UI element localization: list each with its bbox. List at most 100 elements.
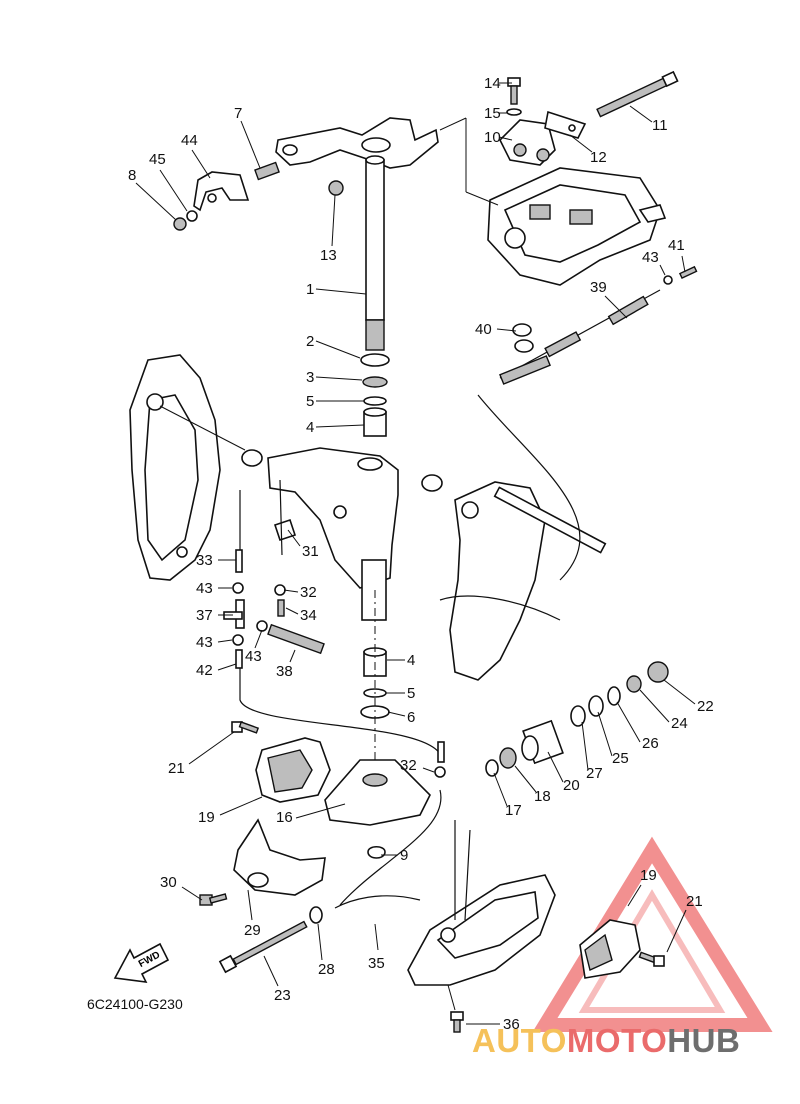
callout-label-9: 9 <box>400 847 408 864</box>
nut-22 <box>647 661 669 683</box>
leader-line-43 <box>254 629 263 649</box>
hose-upper-right <box>437 741 445 763</box>
steering-arm <box>275 117 439 169</box>
clamp-bracket-right <box>439 394 607 681</box>
leader-line-30 <box>181 886 203 901</box>
bolt-7 <box>254 161 280 181</box>
leader-line-19 <box>219 796 263 816</box>
leader-line-2 <box>315 340 361 359</box>
callout-label-41: 41 <box>668 237 685 254</box>
nut-8 <box>173 217 187 231</box>
leader-line-10 <box>498 136 513 141</box>
cover-19-left <box>255 737 331 803</box>
nut-24 <box>626 675 642 693</box>
callout-label-40: 40 <box>475 321 492 338</box>
clamp-43-d <box>256 620 268 632</box>
callout-label-21: 21 <box>168 760 185 777</box>
callout-label-36: 36 <box>503 1016 520 1033</box>
leader-line-19 <box>627 884 642 907</box>
clamp-32-b <box>434 766 446 778</box>
steering-shaft <box>365 155 385 351</box>
callout-label-1: 1 <box>306 281 314 298</box>
callout-label-31: 31 <box>302 543 319 560</box>
leader-line-32 <box>283 589 299 593</box>
leader-line-11 <box>629 105 653 123</box>
callout-label-3: 3 <box>306 369 314 386</box>
leader-line-1 <box>315 288 367 295</box>
clamp-43-top <box>663 275 673 285</box>
leader-line-45 <box>159 169 188 212</box>
nut-13 <box>328 180 344 196</box>
leader-line-40 <box>496 328 517 332</box>
leader-line-43 <box>659 264 666 276</box>
callout-label-11: 11 <box>652 117 668 134</box>
callout-label-23: 23 <box>274 987 291 1004</box>
callout-label-43: 43 <box>642 249 659 266</box>
swivel-bracket <box>267 447 399 621</box>
leader-line-34 <box>285 607 299 615</box>
washer-2 <box>360 353 390 367</box>
watermark-text: AUTOMOTOHUB <box>472 1022 740 1060</box>
shift-cable-39 <box>499 289 661 385</box>
hose-run-left <box>239 479 443 761</box>
leader-line-32 <box>422 767 435 773</box>
watermark-part-1: AUTO <box>472 1022 567 1059</box>
leader-line-24 <box>639 689 670 723</box>
diagram-code: 6C24100-G230 <box>87 996 183 1012</box>
callout-label-25: 25 <box>612 750 629 767</box>
callout-label-37: 37 <box>196 607 213 624</box>
callout-label-27: 27 <box>586 765 603 782</box>
callout-label-4: 4 <box>407 652 415 669</box>
callout-label-8: 8 <box>128 167 136 184</box>
leader-line-26 <box>616 701 641 743</box>
plate-12 <box>544 110 587 139</box>
leader-line-27 <box>581 721 589 771</box>
bolt-21-right <box>638 951 665 967</box>
seal-18 <box>499 747 517 769</box>
mount-20 <box>521 719 564 765</box>
holder-10 <box>499 119 556 166</box>
leader-line-42 <box>217 663 237 671</box>
callout-label-10: 10 <box>484 129 501 146</box>
callout-label-12: 12 <box>590 149 607 166</box>
callout-label-28: 28 <box>318 961 335 978</box>
hose-38 <box>267 623 325 655</box>
bushing-right <box>421 474 443 492</box>
callout-label-19: 19 <box>640 867 657 884</box>
leader-line-39 <box>604 295 628 319</box>
leader-line-31 <box>287 529 301 547</box>
callout-label-13: 13 <box>320 247 337 264</box>
callout-label-4: 4 <box>306 419 314 436</box>
leader-line-6 <box>387 711 406 717</box>
bushing-4 <box>363 407 387 437</box>
callout-label-16: 16 <box>276 809 293 826</box>
leader-line-20 <box>547 751 564 783</box>
clamp-43-c <box>232 634 244 646</box>
upper-mount-plate <box>439 117 667 286</box>
leader-line-17 <box>493 772 508 807</box>
clamp-32-a <box>274 584 286 596</box>
lower-mount-16 <box>324 759 431 826</box>
leader-line-41 <box>681 255 686 273</box>
callout-label-26: 26 <box>642 735 659 752</box>
lower-housing-35 <box>334 789 556 986</box>
callout-label-42: 42 <box>196 662 213 679</box>
callout-label-21: 21 <box>686 893 703 910</box>
leader-line-22 <box>663 679 696 705</box>
washer-45 <box>186 210 198 222</box>
clip-9 <box>367 845 386 859</box>
clamp-bracket-left <box>129 354 246 581</box>
leader-line-28 <box>317 923 323 961</box>
watermark-part-2: MOTO <box>566 1022 668 1059</box>
leader-line-7 <box>240 120 261 169</box>
bolt-21-left <box>231 721 260 734</box>
washer-3 <box>362 376 388 388</box>
callout-label-7: 7 <box>234 105 242 122</box>
bolt-23 <box>218 920 308 974</box>
bolt-14 <box>507 77 521 105</box>
callout-label-15: 15 <box>484 105 501 122</box>
fwd-arrow: FWD <box>113 942 170 983</box>
leader-line-8 <box>135 182 177 221</box>
cover-19-right <box>579 919 641 979</box>
